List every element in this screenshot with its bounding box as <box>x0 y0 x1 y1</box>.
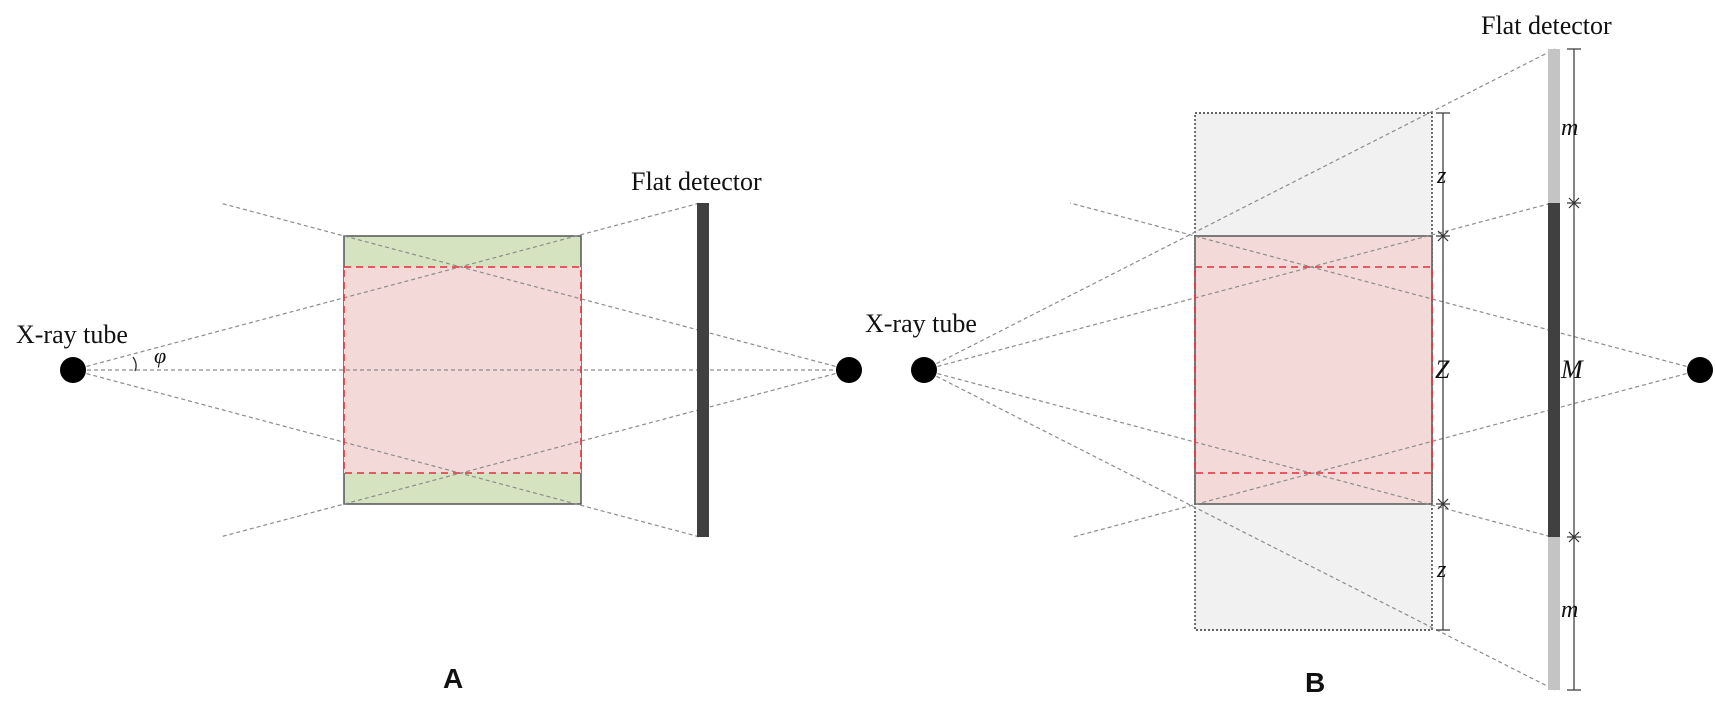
ray-bottom-from-opposite <box>219 369 850 538</box>
panel-a-label: A <box>443 663 463 694</box>
detector-extension-top <box>1548 49 1560 203</box>
flat-detector <box>1548 203 1560 537</box>
x-ray-tube-label: X-ray tube <box>865 309 977 338</box>
reconstruction-region-left-wedge <box>344 267 464 290</box>
opposite-source <box>836 357 862 383</box>
ray-top-from-opposite <box>219 202 850 371</box>
flat-detector-label: Flat detector <box>1481 11 1612 40</box>
detector-extension-bottom <box>1548 537 1560 690</box>
panel-b: X-ray tube Flat detector z Z z m M m B <box>865 11 1713 698</box>
ray-opposite-upper <box>1069 202 1701 371</box>
x-ray-tube-label: X-ray tube <box>16 320 128 349</box>
panel-a: X-ray tube φ Flat detector A <box>16 167 862 694</box>
ray-top-from-tube <box>72 202 701 371</box>
panel-b-label: B <box>1305 667 1325 698</box>
flat-detector-label: Flat detector <box>631 167 762 196</box>
reconstruction-region <box>1194 235 1433 505</box>
ray-tube-to-detector-bottom <box>923 369 1556 691</box>
det-label-m-bottom: m <box>1561 597 1578 623</box>
ray-opposite-lower <box>1072 369 1701 538</box>
object-dimension-line <box>1436 112 1450 631</box>
ray-bottom-from-tube <box>72 369 701 538</box>
opposite-source <box>1687 357 1713 383</box>
detector-dimension-line <box>1567 48 1581 691</box>
x-ray-tube-source <box>911 357 937 383</box>
det-label-m-top: m <box>1561 115 1578 141</box>
flat-detector <box>697 203 709 537</box>
ray-tube-to-detector-top <box>923 48 1556 371</box>
dim-label-Z: Z <box>1435 355 1450 384</box>
reconstruction-region <box>344 267 581 473</box>
dim-label-z-bottom: z <box>1436 557 1447 583</box>
x-ray-tube-source <box>60 357 86 383</box>
det-label-M: M <box>1560 355 1584 384</box>
angle-arc <box>132 356 137 372</box>
dim-label-z-top: z <box>1436 163 1447 189</box>
angle-label: φ <box>154 343 166 368</box>
reconstruction-border <box>1194 266 1433 474</box>
reconstruction-border <box>343 266 582 474</box>
